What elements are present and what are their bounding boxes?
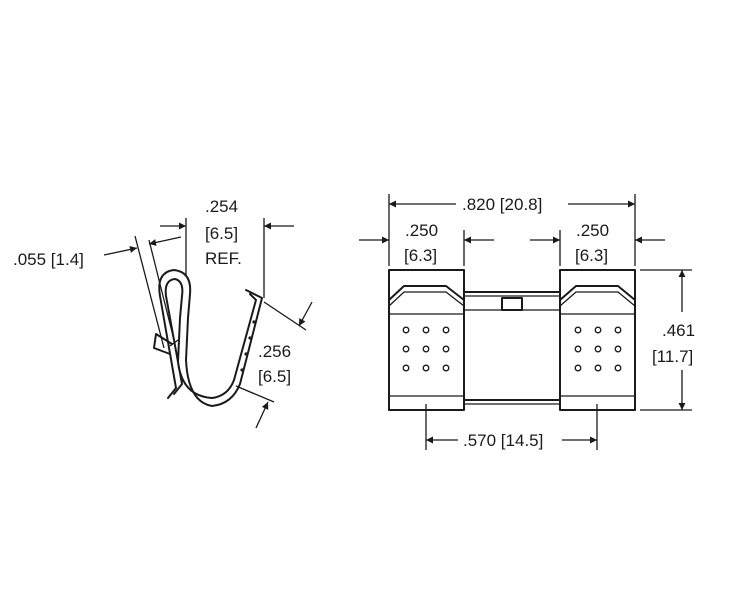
left-clip-dimples <box>402 326 450 372</box>
center-spacing-label: .570 [14.5] <box>463 431 543 450</box>
left-clip-width-dimension: .250 [6.3] <box>359 221 494 266</box>
width-label-ref: REF. <box>205 249 242 268</box>
width-label-in: .254 <box>205 197 238 216</box>
overall-width-label: .820 [20.8] <box>462 195 542 214</box>
right-clip-dimples <box>574 326 622 372</box>
center-bar <box>463 291 561 405</box>
depth-label-mm: [6.5] <box>258 367 291 386</box>
overall-width-dimension: .820 [20.8] <box>388 194 636 266</box>
height-label-mm: [11.7] <box>652 347 693 366</box>
right-clip-width-in: .250 <box>576 221 609 240</box>
width-label-mm: [6.5] <box>205 224 238 243</box>
height-label-in: .461 <box>662 321 695 340</box>
depth-dimension: .256 [6.5] <box>235 301 313 429</box>
center-spacing-dimension: .570 [14.5] <box>425 404 598 450</box>
width-dimension: .254 [6.5] REF. <box>160 197 294 298</box>
side-view: .055 [1.4] .254 [6.5] REF. .256 [6.5] <box>13 197 313 429</box>
left-clip-width-in: .250 <box>405 221 438 240</box>
height-dimension: .461 [11.7] <box>640 269 695 411</box>
left-clip-width-mm: [6.3] <box>404 246 437 265</box>
depth-label-in: .256 <box>258 342 291 361</box>
thickness-label: .055 [1.4] <box>13 250 84 269</box>
right-clip-width-dimension: .250 [6.3] <box>530 221 665 266</box>
right-clip-width-mm: [6.3] <box>575 246 608 265</box>
clip-side-profile <box>153 269 263 407</box>
right-clip <box>559 269 636 411</box>
left-clip <box>388 269 465 411</box>
thickness-dimension: .055 [1.4] <box>13 235 182 349</box>
front-view: .820 [20.8] .250 [6.3] .250 [6.3] .461 [… <box>359 194 695 450</box>
